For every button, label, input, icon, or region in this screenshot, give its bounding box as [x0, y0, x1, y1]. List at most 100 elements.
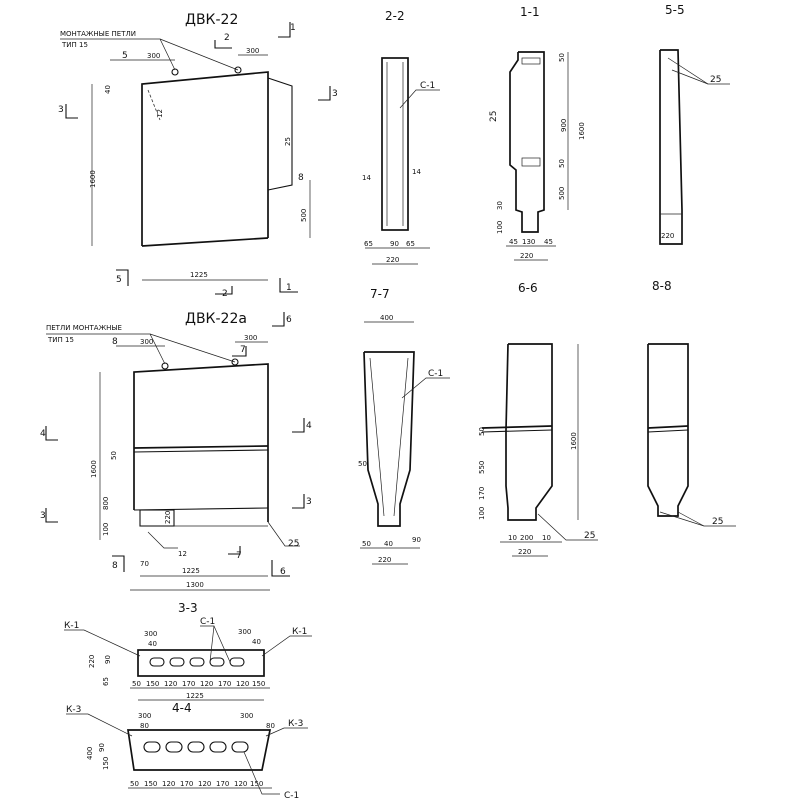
cut-3-right-a-symbol [292, 494, 305, 509]
section-4-4: 4-4 К-3 К-3 300 300 80 80 400 90 150 50 … [66, 701, 308, 801]
mark-k1-right-3-3: К-1 [292, 627, 307, 637]
dim-1225-dvk22: 1225 [190, 271, 208, 279]
dim-50-7-7-bottom: 50 [362, 540, 371, 548]
cut-1-top-symbol [278, 22, 291, 38]
dim-300-a-right: 300 [244, 334, 257, 342]
cut-2-bottom-symbol [215, 286, 233, 295]
dim-40-7-7: 40 [384, 540, 393, 548]
leader-loops-2b [149, 333, 236, 363]
leader-c1-2-2 [399, 89, 440, 109]
void-4-4-2 [165, 741, 183, 753]
dim-40-3-3: 40 [148, 640, 157, 648]
lifting-loop-a-right [231, 358, 239, 366]
mark-c1-2-2: С-1 [420, 81, 435, 91]
dvk22-bottom [141, 237, 269, 247]
dim-50-1-1-top: 50 [558, 53, 566, 62]
dim-65-3-3: 65 [102, 677, 110, 686]
title-section-3-3: 3-3 [178, 601, 198, 615]
dim-220-7-7: 220 [378, 556, 391, 564]
dim-220-6-6: 220 [518, 548, 531, 556]
section-7-7: 7-7 400 С-1 50 50 40 90 220 [358, 287, 450, 565]
cut-8-top: 8 [112, 337, 118, 347]
dim-130-1-1: 130 [522, 238, 535, 246]
dim-500-1-1: 500 [558, 187, 566, 200]
rebar-7-7-right [393, 357, 409, 517]
dim-50-3-3: 50 [132, 680, 141, 688]
cut-3-left-symbol [65, 104, 78, 119]
leader-c1-7-7 [401, 377, 450, 399]
section-4-4-outline [127, 729, 272, 771]
dim-120-3-3-c: 120 [236, 680, 249, 688]
dim-65-right: 65 [406, 240, 415, 248]
cut-4-left: 4 [40, 429, 46, 439]
dim-300-3-3-left: 300 [144, 630, 157, 638]
cut-7-bottom: 7 [236, 551, 242, 561]
dim-800-a: 800 [102, 497, 110, 510]
dim-45-left-1-1: 45 [509, 238, 518, 246]
leader-c1-3-3b [213, 625, 231, 663]
section-1-1: 1-1 25 50 900 1600 50 500 30 100 45 130 … [489, 5, 586, 261]
dvk22a-outline [133, 363, 269, 522]
note-loops-1: МОНТАЖНЫЕ ПЕТЛИ [60, 30, 136, 38]
dim-30-1-1: 30 [496, 201, 504, 210]
note-loops-2-type: ТИП 15 [47, 336, 74, 344]
title-section-4-4: 4-4 [172, 701, 192, 715]
leader-k1-left [64, 629, 141, 657]
dim-1600-6-6: 1600 [570, 432, 578, 450]
void-3-3-5 [229, 657, 245, 667]
section-6-6-outline [505, 343, 553, 521]
cut-4-right-symbol [292, 418, 305, 433]
cut-5-bottom-symbol [116, 269, 129, 286]
section-8-8-outline [647, 343, 689, 517]
cut-2-top-symbol [214, 40, 232, 49]
mark-k3-right: К-3 [288, 719, 303, 729]
dim-200-6-6: 200 [520, 534, 533, 542]
dim-150-4-4: 150 [102, 757, 110, 770]
dim-90-4-4: 90 [98, 743, 106, 752]
dim-90-3-3: 90 [104, 655, 112, 664]
cut-4-right: 4 [306, 421, 312, 431]
dim-50-7-7: 50 [358, 460, 367, 468]
section-6-6-joint-upper [481, 425, 553, 429]
leader-25-5-5b [671, 69, 709, 85]
dim-25-8-8: 25 [712, 517, 723, 527]
dim-170-3-3-b: 170 [218, 680, 231, 688]
cut-1-bottom-symbol [279, 278, 298, 293]
dim-120-4-4-b: 120 [198, 780, 211, 788]
dim-120-3-3-a: 120 [164, 680, 177, 688]
cut-6-bottom: 6 [280, 567, 286, 577]
dim-150-4-4-b: 150 [250, 780, 263, 788]
section-3-3-outline [137, 649, 265, 677]
cut-3-left: 3 [58, 105, 64, 115]
cut-5-bottom: 5 [116, 275, 122, 285]
dim-170-3-3-a: 170 [182, 680, 195, 688]
section-2-2-outline [381, 57, 409, 231]
cut-2-bottom: 2 [222, 289, 228, 299]
dim-150-3-3-a: 150 [146, 680, 159, 688]
section-7-7-outline [363, 351, 415, 527]
void-3-3-3 [189, 657, 205, 667]
dim-1300-a: 1300 [186, 581, 204, 589]
dim-300-a-left: 300 [140, 338, 153, 346]
leader-25-8-8 [659, 511, 736, 527]
title-dvk22a: ДВК-22а [185, 311, 247, 327]
cut-8-bottom-symbol [112, 555, 125, 572]
title-section-1-1: 1-1 [520, 5, 540, 19]
title-dvk22: ДВК-22 [185, 12, 238, 28]
dvk22a-joint-upper [133, 445, 269, 449]
mark-k3-left: К-3 [66, 705, 81, 715]
dim-25-right: 25 [284, 137, 292, 146]
dim-50-6-6: 50 [478, 427, 486, 436]
void-4-4-3 [187, 741, 205, 753]
cut-4-left-symbol [45, 426, 58, 441]
dim-300-4-4-left: 300 [138, 712, 151, 720]
leader-k3-left [66, 713, 133, 737]
leader-25-8-8b [677, 511, 705, 527]
dim-90-7-7: 90 [412, 536, 421, 544]
dim-45-right-1-1: 45 [544, 238, 553, 246]
dvk22a-joint-lower [133, 449, 269, 453]
dvk22-side-return [267, 77, 293, 191]
mark-c1-3-3: С-1 [200, 617, 215, 627]
dim-400-4-4: 400 [86, 747, 94, 760]
